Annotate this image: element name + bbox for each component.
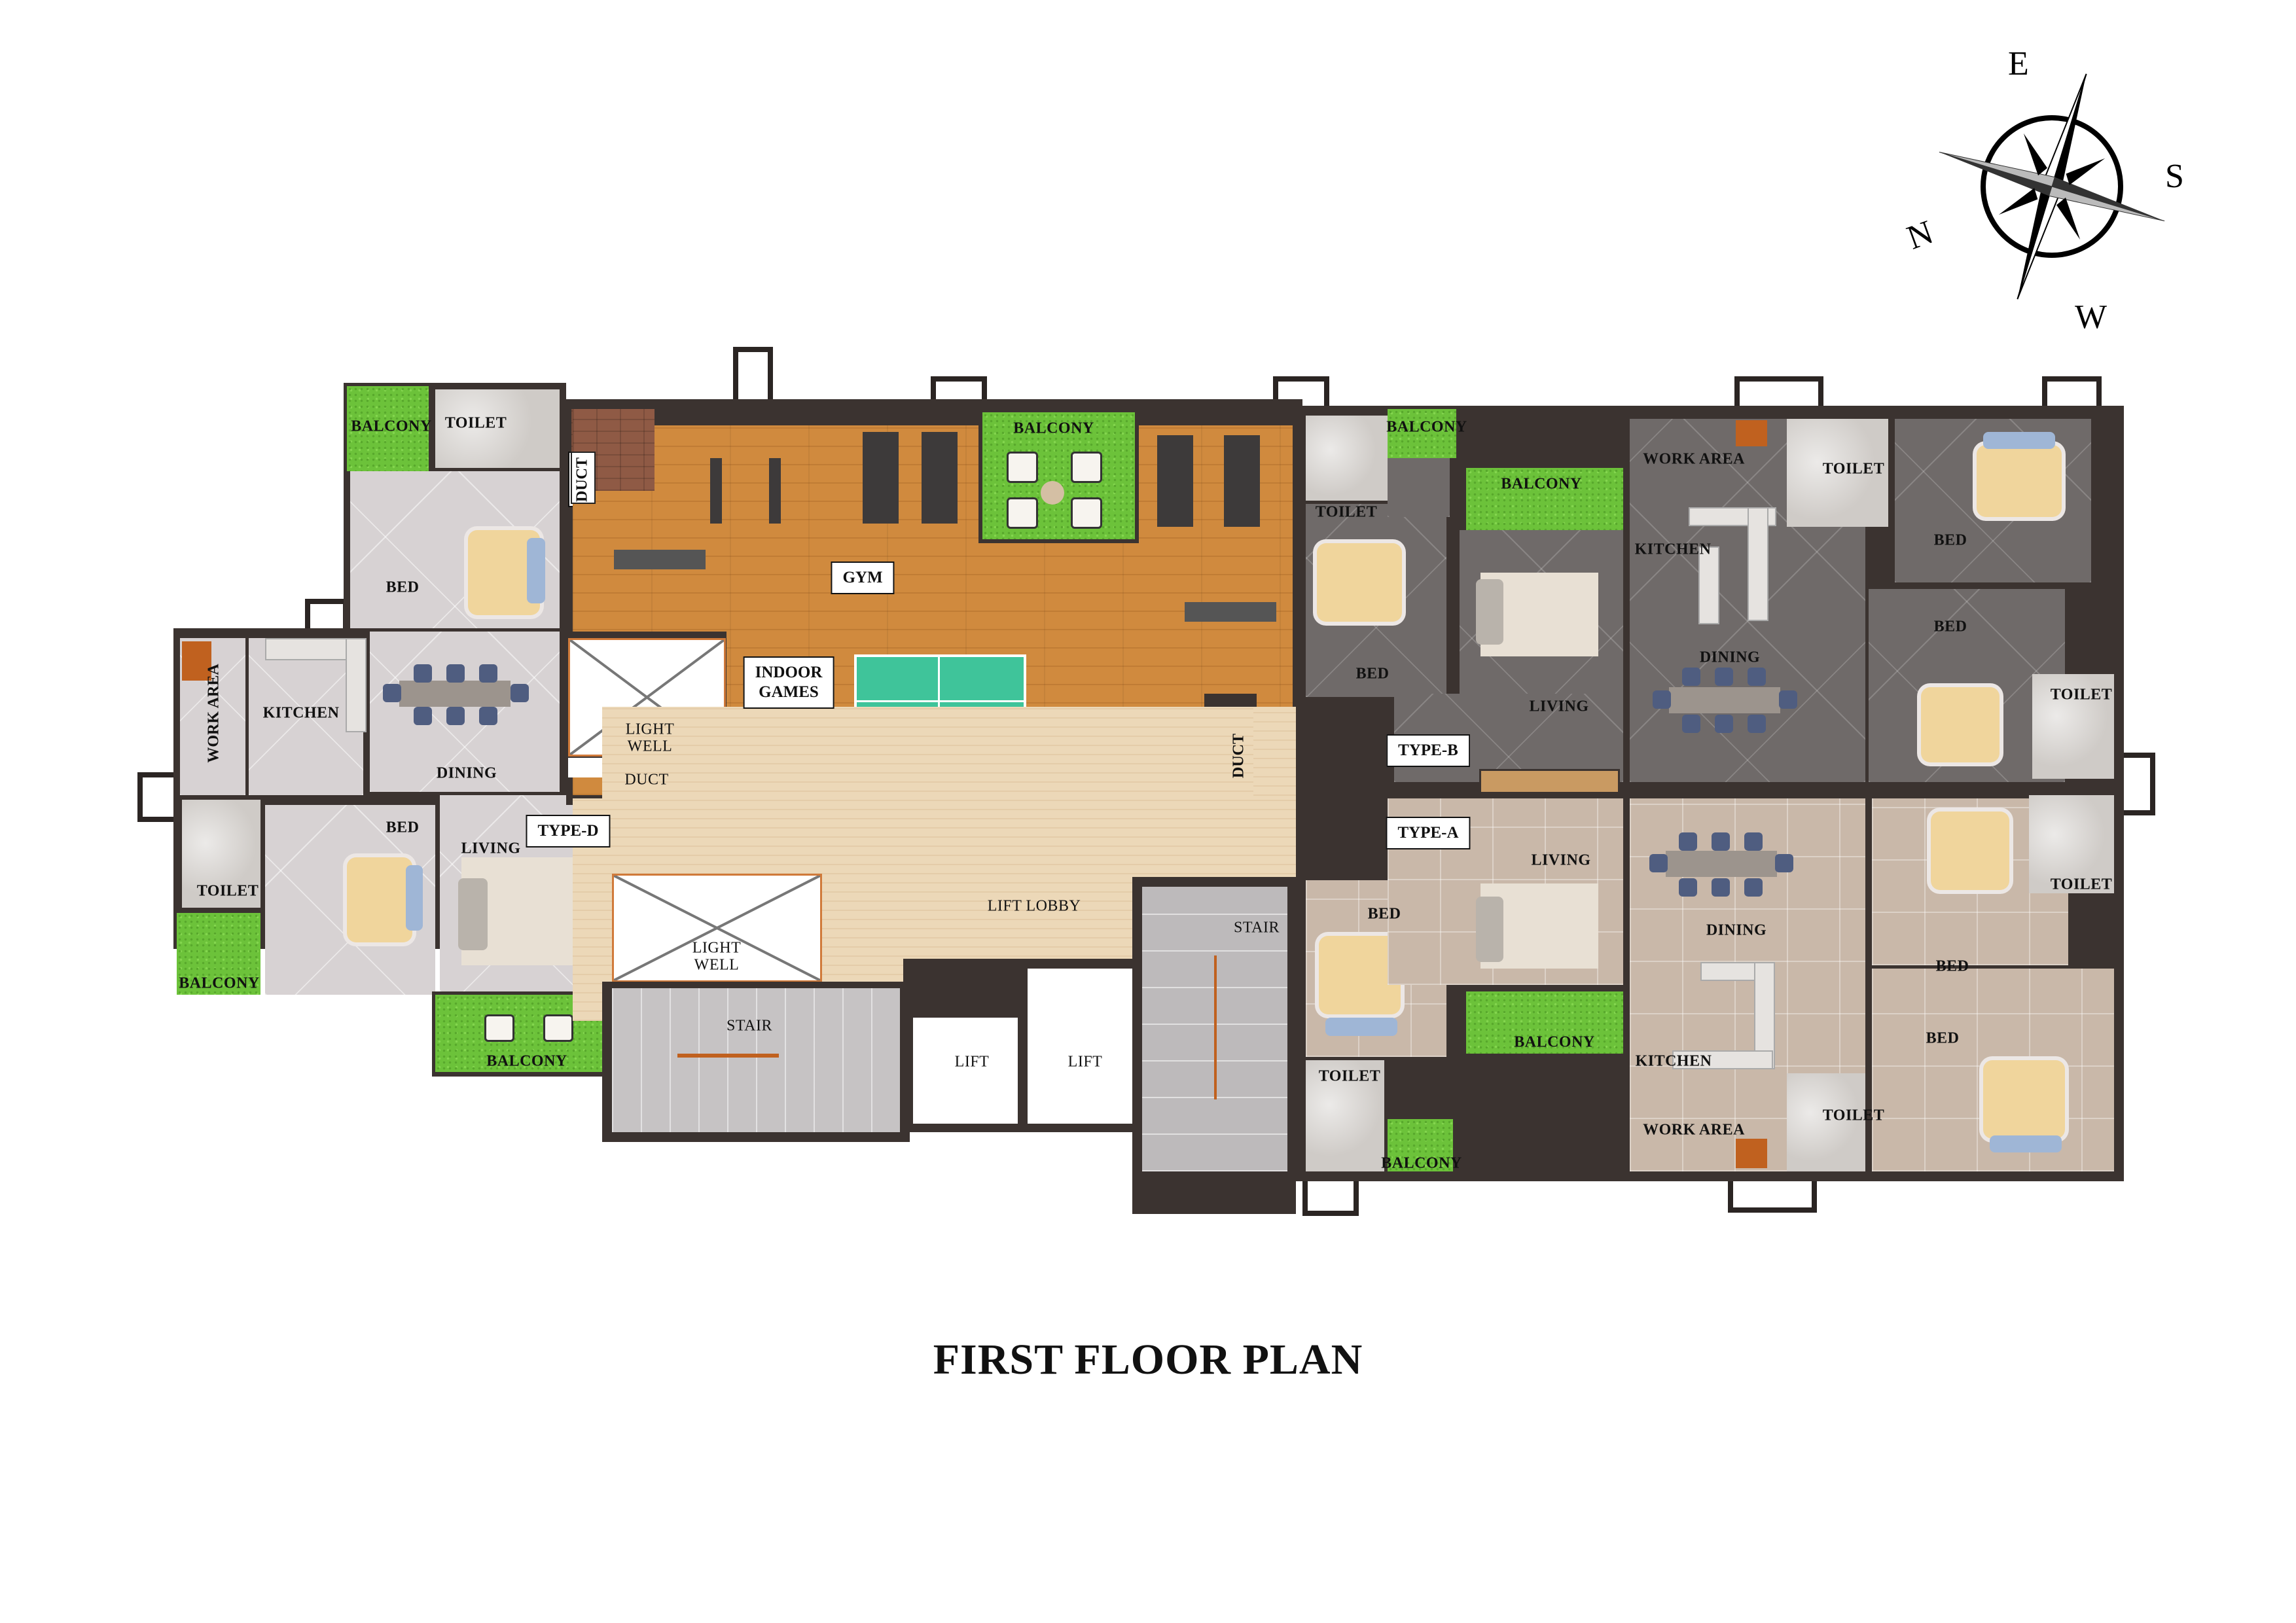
type-b-toilet-mid [1787,419,1888,527]
type-b-balcony-living-label: BALCONY [1501,475,1582,493]
type-a-dining-label: DINING [1706,921,1767,939]
type-a-kitchen-label: KITCHEN [1635,1052,1712,1070]
type-d-dining-label: DINING [436,764,497,782]
treadmill [863,432,899,524]
yoga-mat [1157,435,1193,527]
type-d-bed-top-label: BED [386,579,420,596]
light-well-bottom-label: LIGHT WELL [692,939,742,974]
type-a-bed-bottom-right-label: BED [1926,1029,1960,1047]
duct-top-label: DUCT [573,457,591,503]
stair-left-label: STAIR [726,1017,772,1035]
type-b-balcony-small [1388,409,1456,458]
lift-2-label: LIFT [1067,1053,1103,1071]
type-d-balcony-left-label: BALCONY [179,974,260,992]
plan-title: FIRST FLOOR PLAN [933,1336,1363,1383]
gym-balcony-label: BALCONY [1013,419,1094,437]
type-a-toilet-right-label: TOILET [2050,876,2113,893]
duct-right-label: DUCT [1230,733,1247,779]
type-d-tag: TYPE-D [526,815,611,847]
indoor-games-label: INDOOR GAMES [743,656,834,709]
type-a-work-area-label: WORK AREA [1643,1121,1745,1139]
type-b-bed-bottom-right-label: BED [1933,618,1967,635]
type-a-balcony-small-label: BALCONY [1381,1154,1462,1172]
treadmill [922,432,958,524]
type-d-toilet-bottom [182,800,260,908]
compass-label-east: E [2008,45,2029,82]
type-a-balcony-small [1388,1119,1453,1171]
type-b-bed-top-right-label: BED [1933,531,1967,549]
type-a-toilet-right [2029,795,2114,893]
type-a-balcony-living-label: BALCONY [1514,1033,1595,1051]
compass-rose-icon [1939,73,2165,300]
type-b-toilet-right [2032,674,2114,779]
type-b-toilet-small [1306,416,1388,501]
type-d-bed-bottom-label: BED [386,819,420,836]
type-b-balcony-small-label: BALCONY [1386,418,1467,436]
type-b-toilet-right-label: TOILET [2050,686,2113,704]
type-b-dining-label: DINING [1699,649,1761,666]
type-b-balcony-living [1466,468,1623,530]
type-a-bed-left-label: BED [1367,905,1401,923]
type-a-toilet-mid [1787,1073,1865,1171]
compass: E S N W [1898,39,2199,340]
stair-left [612,988,900,1132]
type-d-living-label: LIVING [461,840,521,857]
type-a-living-label: LIVING [1531,851,1591,869]
lift-1-label: LIFT [954,1053,990,1071]
type-a-toilet-left-label: TOILET [1318,1067,1381,1085]
lift-2 [1028,969,1132,1124]
type-b-kitchen-label: KITCHEN [1634,541,1712,558]
type-a-tag: TYPE-A [1386,817,1471,849]
yoga-mat [1224,435,1260,527]
type-a-toilet-left [1306,1060,1384,1171]
type-a-toilet-mid-label: TOILET [1822,1107,1885,1124]
duct-under-lightwell-label: DUCT [624,771,669,789]
type-d-kitchen [249,638,363,795]
gym-label: GYM [831,562,895,594]
type-b-work-area-label: WORK AREA [1643,450,1745,468]
type-d-toilet-top [435,389,560,468]
type-d-toilet-top-label: TOILET [444,414,507,432]
type-d-dining [370,632,560,792]
type-a-balcony-living [1466,991,1623,1054]
compass-label-south: S [2165,158,2184,195]
type-d-balcony-top [347,386,429,471]
light-well-bottom [612,874,822,982]
type-b-tag: TYPE-B [1386,734,1470,767]
lift-lobby-label: LIFT LOBBY [987,897,1081,915]
compass-label-west: W [2075,298,2108,336]
type-d-work-area-label: WORK AREA [205,664,223,763]
stair-right-label: STAIR [1234,919,1280,936]
type-d-balcony-top-label: BALCONY [351,418,432,435]
type-b-living-label: LIVING [1529,698,1589,715]
type-a-bed-top-right-label: BED [1935,957,1969,975]
type-d-balcony-left [177,913,260,995]
type-d-kitchen-label: KITCHEN [262,704,340,722]
type-d-toilet-bottom-label: TOILET [196,882,259,900]
type-a-kitchen-dining [1630,798,1865,1171]
type-b-bed-left-label: BED [1355,665,1390,683]
type-d-balcony-bottom-label: BALCONY [486,1052,567,1070]
type-b-toilet-small-label: TOILET [1315,503,1378,521]
type-b-toilet-mid-label: TOILET [1822,460,1885,478]
light-well-top-label: LIGHT WELL [625,721,675,755]
floor-plan: BALCONY TOILET BED WORK AREA KITCHEN DIN… [137,347,2155,1216]
type-d-balcony-bottom [435,995,602,1072]
lift-1 [913,1018,1018,1124]
